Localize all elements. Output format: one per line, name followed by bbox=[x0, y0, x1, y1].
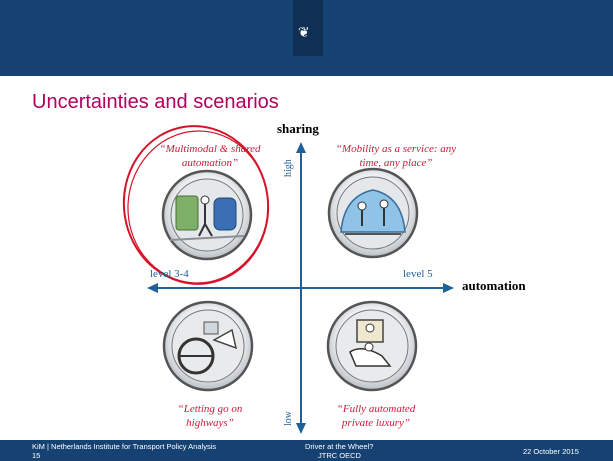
axis-label-sharing: sharing bbox=[277, 121, 319, 136]
quadrant-quote-mobility-service: “Mobility as a service: any time, any pl… bbox=[335, 143, 457, 169]
arrow-left-icon bbox=[147, 283, 158, 293]
axis-tick-level-5: level 5 bbox=[403, 268, 433, 280]
footer-event: JTRC OECD bbox=[318, 451, 361, 460]
logo-tab: ❦ bbox=[293, 0, 323, 56]
quadrant-quote-private-luxury: “Fully automated private luxury” bbox=[336, 403, 416, 429]
illustration-multimodal bbox=[161, 169, 253, 261]
quadrant-quote-multimodal: “Multimodal & shared automation” bbox=[159, 143, 261, 169]
footer-presentation-title: Driver at the Wheel? bbox=[305, 442, 374, 451]
arrow-right-icon bbox=[443, 283, 454, 293]
illustration-highways bbox=[162, 300, 254, 392]
axis-tick-low: low bbox=[283, 411, 294, 426]
coat-of-arms-icon: ❦ bbox=[298, 25, 310, 41]
horizontal-axis bbox=[147, 283, 454, 293]
highlight-circle bbox=[122, 125, 270, 285]
footer-page-number: 15 bbox=[32, 451, 41, 460]
arrow-up-icon bbox=[296, 142, 306, 153]
arrow-down-icon bbox=[296, 423, 306, 434]
illustration-mobility-service bbox=[327, 167, 419, 259]
footer-date: 22 October 2015 bbox=[523, 447, 579, 456]
illustration-private-luxury bbox=[326, 300, 418, 392]
slide-title: Uncertainties and scenarios bbox=[32, 91, 279, 113]
footer-organisation: KiM | Netherlands Institute for Transpor… bbox=[32, 442, 217, 451]
quadrant-quote-highways: “Letting go on highways” bbox=[177, 403, 243, 429]
axis-label-automation: automation bbox=[462, 278, 526, 293]
axis-tick-high: high bbox=[283, 159, 294, 177]
axis-tick-level-3-4: level 3-4 bbox=[150, 268, 189, 280]
header-bar: ❦ bbox=[0, 0, 613, 76]
footer-bar: KiM | Netherlands Institute for Transpor… bbox=[0, 440, 613, 461]
